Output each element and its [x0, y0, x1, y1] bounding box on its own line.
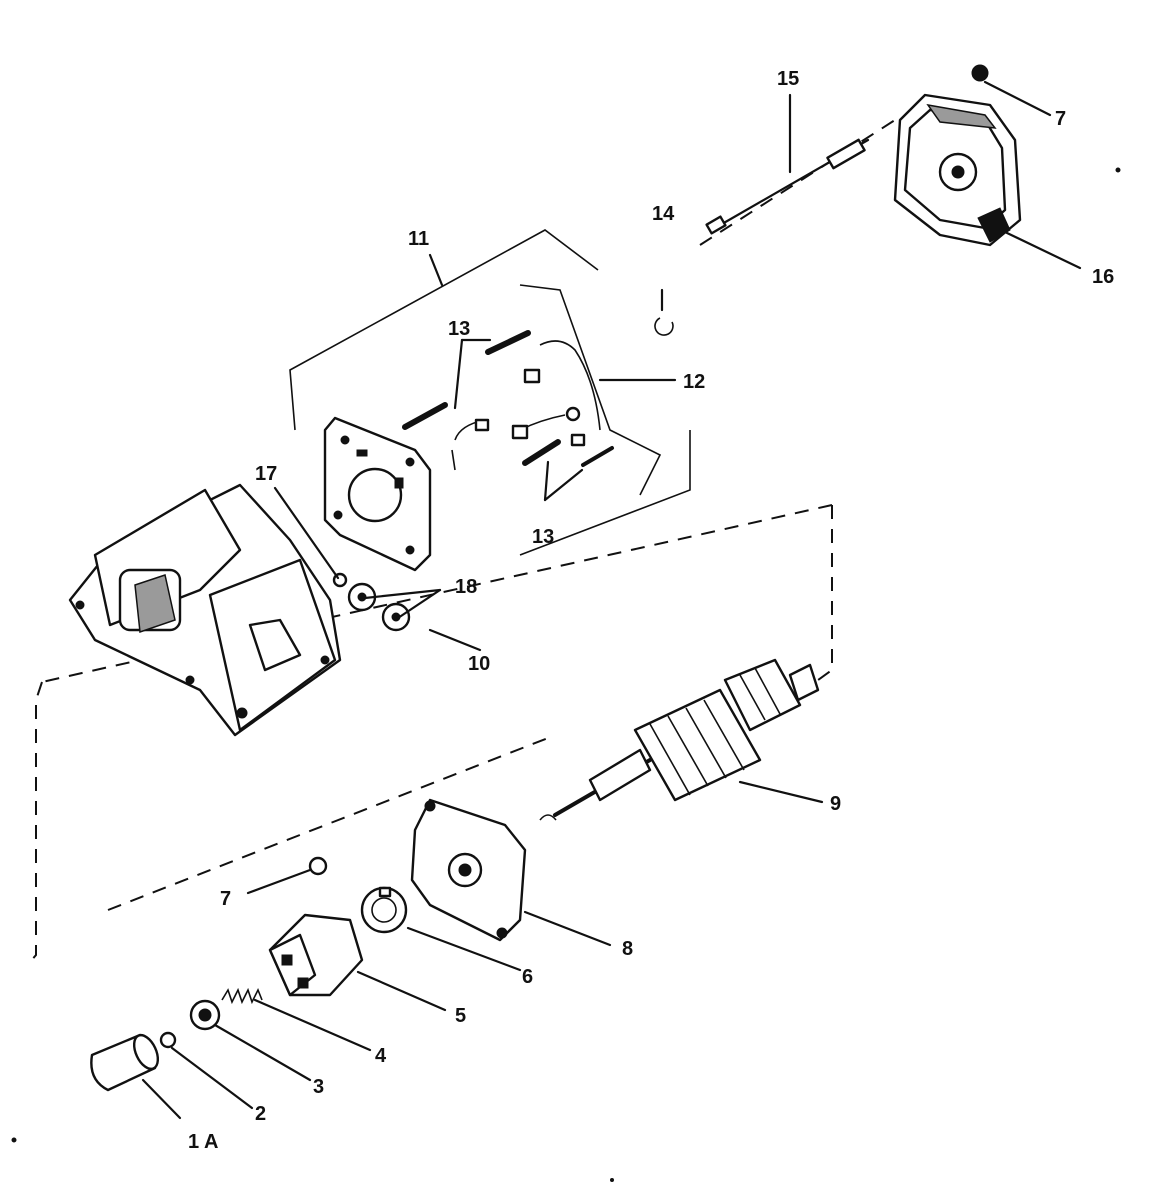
spring-4	[221, 987, 263, 1005]
screw-7-top	[971, 64, 989, 82]
label-3: 3	[313, 1076, 324, 1098]
nut-parts-18	[347, 582, 411, 632]
cap-1a	[90, 1033, 160, 1092]
label-7-top: 7	[1055, 108, 1066, 130]
label-18: 18	[455, 576, 477, 598]
brush-plate	[323, 416, 432, 572]
end-bell-8	[410, 798, 527, 942]
label-17: 17	[255, 463, 277, 485]
label-6: 6	[522, 966, 533, 988]
label-1a: 1 A	[188, 1131, 218, 1153]
leader-lines	[141, 80, 1082, 1120]
bracket-11	[289, 229, 691, 556]
label-8: 8	[622, 938, 633, 960]
label-5: 5	[455, 1005, 466, 1027]
label-13-top: 13	[448, 318, 470, 340]
brush-holders-12	[451, 340, 601, 471]
armature-9	[539, 658, 820, 821]
through-bolt-15	[705, 138, 870, 235]
motor-housing	[68, 483, 342, 737]
holder-assembly-5	[268, 913, 364, 997]
brushes-13	[402, 330, 614, 467]
clip-part-14	[654, 288, 674, 336]
label-7-lower: 7	[220, 888, 231, 910]
label-4: 4	[375, 1045, 387, 1067]
washer-3	[189, 999, 221, 1031]
label-14: 14	[652, 203, 675, 225]
label-12: 12	[683, 371, 705, 393]
label-13-bottom: 13	[532, 526, 554, 548]
bearing-6	[360, 886, 408, 934]
label-10: 10	[468, 653, 490, 675]
label-2: 2	[255, 1103, 266, 1125]
end-cap-16	[893, 93, 1022, 247]
scan-specks	[11, 167, 1121, 1182]
callout-labels: 15 7 16 14 11 13 12 13 17 18 10 9 8 7 6 …	[188, 68, 1114, 1153]
label-16: 16	[1092, 266, 1114, 288]
label-15: 15	[777, 68, 799, 90]
ring-2	[159, 1031, 177, 1049]
label-9: 9	[830, 793, 841, 815]
label-11: 11	[408, 228, 429, 250]
screw-7-lower	[308, 856, 328, 876]
